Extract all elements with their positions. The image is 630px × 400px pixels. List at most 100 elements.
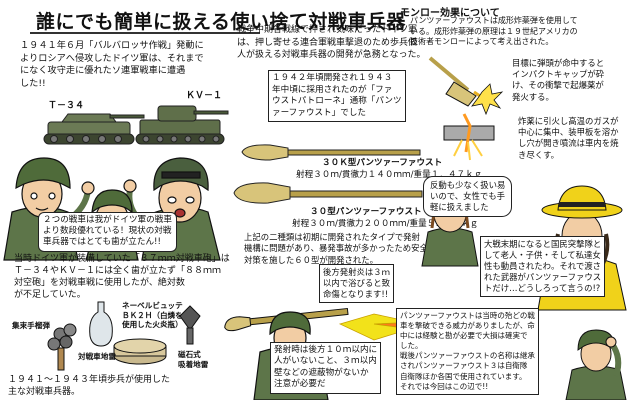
- backblast-line: 以内で浴びると致: [323, 278, 390, 288]
- dev-line: 人が扱える対戦車兵器の開発が急務となった。: [237, 50, 426, 60]
- volk-line: れた武器がパンツァーファウス: [484, 272, 602, 282]
- grenade-label: 集束手榴弾: [12, 321, 50, 330]
- caption-line: き尽くす。: [518, 149, 560, 160]
- monroe-line: 技術者モンローによって考え出された。: [410, 37, 554, 47]
- caption-line: 中心に集中、装甲板を溶か: [518, 127, 619, 138]
- intro-line: １９４１年６月「バルバロッサ作戦」発動に: [20, 40, 204, 51]
- monroe-title: モンロー効果について: [400, 8, 500, 19]
- pf30k-name: ３０Ｋ型パンツァーファウスト: [322, 158, 443, 168]
- bundle-grenade-icon: [47, 323, 77, 371]
- postwar-line: それでは今回はこの辺で!!: [400, 381, 489, 391]
- pf30-spec: 射程３０ｍ/貫徹力２００ｍｍ/重量５．２２ｋｇ: [292, 219, 479, 229]
- bubble-line: ２つの戦車は我がドイツ軍の戦車: [43, 215, 172, 225]
- nebel-line: ＢＫ２Ｈ（白燐を: [122, 310, 183, 320]
- note-line: が不足していた。: [14, 290, 86, 300]
- intro-line: した!!: [20, 77, 46, 89]
- postwar-line: 自衛隊ほか各国で使用されています。: [400, 371, 527, 381]
- box-line: ウストパトローネ」通称「パンツ: [272, 96, 402, 107]
- backblast-line: 命傷となります!!: [323, 289, 389, 299]
- postwar-line: パンツァーファウストは当時の殆どの戦: [400, 311, 535, 320]
- monroe-line: パンツァーファウストは成形炸薬弾を使用して: [410, 16, 578, 25]
- improvement-text: 上記の二種類は初期に開発されたタイプで発射 機構に問題があり、暴発事故が多かった…: [244, 232, 428, 266]
- box-line: １９４２年頃開発され１９４３: [272, 73, 393, 83]
- stick-grenade-icon: [179, 305, 201, 345]
- t34-tank: [43, 113, 145, 145]
- soldier-right: [123, 157, 221, 261]
- footer-line: 主な対戦車兵器。: [8, 387, 81, 397]
- tank-speech-bubble: ２つの戦車は我がドイツ軍の戦車 より数段優れている！現状の対戦 車兵器ではとても…: [38, 212, 177, 252]
- safety-line: 人がいないこと、３ｍ以内: [274, 356, 377, 367]
- safety-line: 壁などの遮蔽物がないか: [274, 367, 369, 378]
- note-line: Ｔ－３４やＫＶ－１には全く歯が立たず「８８ｍｍ: [14, 266, 222, 276]
- note-line: 当時ドイツ軍が装備していた「３７ｍｍ対戦車砲」は: [14, 254, 230, 264]
- explosion-icon: [471, 83, 504, 116]
- box-line: ァーファウスト」でした: [272, 107, 367, 118]
- volk-line: 性も動員されたわ。それで渡さ: [484, 261, 601, 271]
- bubble-line: より数段優れている！現状の対戦: [43, 226, 172, 237]
- postwar-line: 戦後パンツァーファウストの名称は継承: [400, 351, 535, 361]
- nebel-line: 使用した火炎瓶）: [122, 320, 183, 330]
- note-line: 対空砲」を対戦車戦に使用したが、絶対数: [14, 278, 185, 288]
- caption-line: インパクトキャップが砕: [512, 69, 605, 80]
- monroe-caption-2: 炸薬に引火し高温のガスが 中心に集中、装甲板を溶か し穴が開き噴流は車内を焼 き…: [518, 116, 619, 161]
- panzerfaust-30k-illustration: [241, 144, 421, 161]
- armor-penetration-icon: [443, 113, 495, 161]
- nebel-label: ネーベルビュッテ ＢＫ２Ｈ（白燐を 使用した火炎瓶）: [122, 301, 183, 330]
- kv1-label: ＫＶ－１: [186, 91, 223, 101]
- caption-line: 炸薬に引火し高温のガスが: [518, 116, 619, 126]
- development-text: 戦争中期各戦線で押され気味だったドイツ軍 は、押し寄せる連合軍戦車撃退のため歩兵…: [237, 24, 425, 62]
- magnetic-label: 磁石式 吸着地雷: [178, 350, 208, 369]
- postwar-box: パンツァーファウストは当時の殆どの戦 車を撃破できる威力がありましたが、命 中に…: [396, 308, 539, 395]
- postwar-line: した。: [400, 341, 423, 351]
- pf30-name: ３０型パンツァーファウスト: [310, 207, 422, 217]
- footer-line: １９４１～１９４３年頃歩兵が使用した: [8, 375, 171, 385]
- monroe-caption-1: 目標に弾頭が命中すると インパクトキャップが砕 け、その衝撃で起爆薬が 発火する…: [512, 58, 604, 103]
- caption-line: け、その衝撃で起爆薬が: [512, 80, 604, 91]
- page-title: 誰にでも簡単に扱える使い捨て対戦車兵器: [36, 11, 406, 33]
- t34-label: Ｔ－３４: [48, 101, 85, 111]
- dev-line: 戦争中期各戦線で押され気味だったドイツ軍: [237, 25, 418, 35]
- safety-line: 注意が必要だ: [274, 379, 326, 390]
- shaped-charge-diagram: [428, 56, 504, 161]
- panzerfaust-30-illustration: [233, 182, 423, 204]
- bubble-line: 反動も少なく扱い易: [430, 180, 506, 190]
- bubble-line: 軽に扱えました: [430, 202, 489, 212]
- improve-line: 対策を施した６０型が開発された。: [244, 254, 378, 265]
- postwar-line: されパンツァーファウスト３は自衛隊: [400, 361, 528, 371]
- postwar-line: 車を撃破できる威力がありましたが、命: [400, 321, 535, 331]
- backblast-warning-box: 後方発射炎は３ｍ 以内で浴びると致 命傷となります!!: [319, 264, 394, 303]
- dev-line: は、押し寄せる連合軍戦車撃退のため歩兵個: [237, 37, 418, 48]
- volk-line: 大戦末期になると国民突撃隊と: [484, 239, 602, 249]
- magnetic-line: 磁石式: [178, 350, 201, 359]
- weapons-footer: １９４１～１９４３年頃歩兵が使用した 主な対戦車兵器。: [8, 374, 170, 398]
- warhead-impact-icon: [428, 56, 487, 107]
- intro-text: １９４１年６月「バルバロッサ作戦」発動に よりロシアへ侵攻したドイツ軍は、それま…: [20, 40, 204, 90]
- firing-safety-box: 発射時は後方１０ｍ以内に 人がいないこと、３ｍ以内 壁などの遮蔽物がないか 注意…: [270, 342, 382, 394]
- caption-line: 目標に弾頭が命中すると: [512, 58, 605, 68]
- panzerfaust-intro-box: １９４２年頃開発され１９４３ 年中頃に採用されたのが「ファ ウストパトローネ」通…: [268, 70, 406, 123]
- saluting-soldier-illustration: [565, 329, 627, 400]
- box-line: 年中頃に採用されたのが「ファ: [272, 84, 393, 95]
- tank-illustration: [43, 105, 229, 145]
- caption-line: 発火する。: [512, 91, 554, 102]
- kv1-tank: [135, 105, 229, 145]
- at-mine-icon: [113, 338, 167, 365]
- pf30k-spec: 射程３０ｍ/貫徹力１４０ｍｍ/重量１．４７ｋｇ: [296, 170, 483, 180]
- early-weapons-illustration: [47, 301, 201, 371]
- postwar-line: 中には経験と勘が必要で大損は確実で: [400, 331, 528, 341]
- anti-tank-gun-note: 当時ドイツ軍が装備していた「３７ｍｍ対戦車砲」は Ｔ－３４やＫＶ－１には全く歯が…: [14, 253, 230, 301]
- nebel-line: ネーベルビュッテ: [122, 301, 183, 310]
- bubble-line: いので、女性でも手: [430, 191, 506, 201]
- title-underline: [30, 32, 260, 34]
- firebottle-icon: [89, 301, 113, 347]
- volk-line: トだけ…どうしろって言うの!?: [484, 283, 601, 293]
- mine-label: 対戦車地雷: [78, 352, 116, 361]
- backblast-line: 後方発射炎は３ｍ: [323, 267, 390, 277]
- improve-line: 上記の二種類は初期に開発されたタイプで発射: [244, 232, 420, 242]
- intro-line: になく攻守走に優れたソ連軍戦車に遭遇: [20, 65, 186, 76]
- safety-line: 発射時は後方１０ｍ以内に: [274, 345, 378, 355]
- improve-line: 機構に問題があり、暴発事故が多かったため安全: [244, 243, 428, 254]
- monroe-text: パンツァーファウストは成形炸薬弾を使用して いる。成形炸薬弾の原理は１９世紀アメ…: [410, 16, 578, 48]
- monroe-line: いる。成形炸薬弾の原理は１９世紀アメリカの: [410, 26, 578, 36]
- caption-line: し穴が開き噴流は車内を焼: [518, 138, 619, 149]
